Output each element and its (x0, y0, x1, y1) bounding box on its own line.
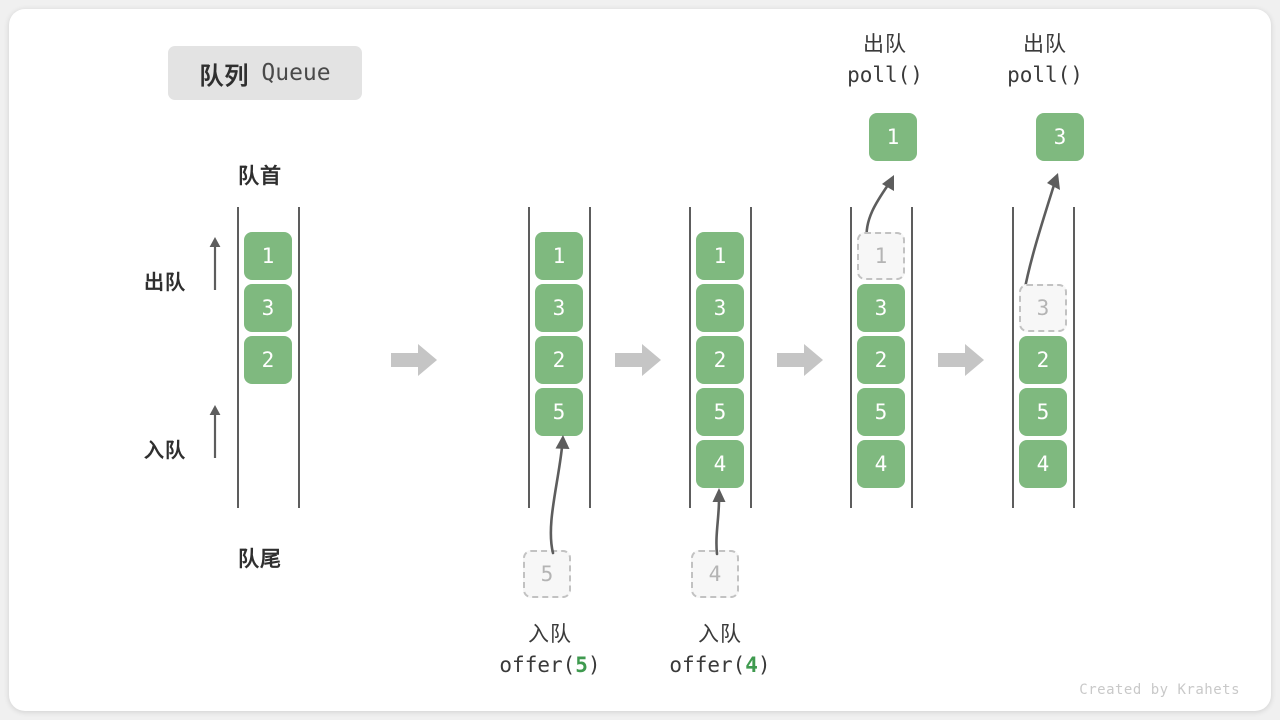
queue-cell-removed: 3 (1019, 284, 1067, 332)
enqueue-4-caption: 入队 offer(4) (640, 620, 800, 681)
rail-left-col3 (689, 207, 691, 508)
queue-cell: 5 (535, 388, 583, 436)
enqueue-direction-label: 入队 (144, 440, 186, 462)
incoming-element: 4 (691, 550, 739, 598)
dequeue-1-caption: 出队 poll() (800, 30, 970, 91)
rail-right-col3 (750, 207, 752, 508)
queue-cell: 4 (1019, 440, 1067, 488)
queue-cell: 5 (696, 388, 744, 436)
dequeued-element: 3 (1036, 113, 1084, 161)
queue-cell: 4 (696, 440, 744, 488)
queue-tail-label: 队尾 (238, 548, 282, 571)
title-en: Queue (261, 60, 331, 86)
queue-cell: 2 (696, 336, 744, 384)
dequeue-direction-arrow-icon (208, 234, 222, 290)
queue-cell: 3 (696, 284, 744, 332)
title-cn: 队列 (199, 62, 250, 90)
queue-cell: 1 (244, 232, 292, 280)
transition-arrow-icon (615, 342, 661, 378)
rail-right-col1 (298, 207, 300, 508)
rail-right-col2 (589, 207, 591, 508)
enqueue-5-caption: 入队 offer(5) (470, 620, 630, 681)
queue-cell-removed: 1 (857, 232, 905, 280)
rail-left-col1 (237, 207, 239, 508)
dequeue-3-caption: 出队 poll() (960, 30, 1130, 91)
dequeue-direction-label: 出队 (144, 272, 186, 294)
dequeued-element: 1 (869, 113, 917, 161)
dequeue-3-caption-cn: 出队 (1023, 33, 1067, 56)
enqueue-5-caption-code: offer(5) (499, 653, 601, 678)
dequeue-1-caption-code: poll() (847, 63, 923, 88)
rail-right-col5 (1073, 207, 1075, 508)
rail-left-col2 (528, 207, 530, 508)
queue-cell: 2 (244, 336, 292, 384)
rail-right-col4 (911, 207, 913, 508)
incoming-element: 5 (523, 550, 571, 598)
queue-cell: 2 (857, 336, 905, 384)
queue-cell: 1 (696, 232, 744, 280)
dequeue-curve-arrow-icon (1010, 165, 1080, 295)
queue-cell: 1 (535, 232, 583, 280)
enqueue-4-caption-cn: 入队 (698, 623, 742, 646)
transition-arrow-icon (391, 342, 437, 378)
transition-arrow-icon (938, 342, 984, 378)
queue-cell: 5 (857, 388, 905, 436)
credit-text: Created by Krahets (1079, 682, 1240, 698)
queue-cell: 5 (1019, 388, 1067, 436)
queue-head-label: 队首 (238, 165, 282, 188)
rail-left-col5 (1012, 207, 1014, 508)
dequeue-3-caption-code: poll() (1007, 63, 1083, 88)
queue-cell: 4 (857, 440, 905, 488)
rail-left-col4 (850, 207, 852, 508)
enqueue-curve-arrow-icon (530, 425, 580, 555)
dequeue-1-caption-cn: 出队 (863, 33, 907, 56)
queue-cell: 3 (535, 284, 583, 332)
transition-arrow-icon (777, 342, 823, 378)
queue-cell: 3 (857, 284, 905, 332)
title-badge: 队列 Queue (168, 46, 362, 100)
queue-cell: 3 (244, 284, 292, 332)
enqueue-5-caption-cn: 入队 (528, 623, 572, 646)
enqueue-direction-arrow-icon (208, 402, 222, 458)
queue-cell: 2 (1019, 336, 1067, 384)
enqueue-curve-arrow-icon (700, 478, 740, 556)
queue-cell: 2 (535, 336, 583, 384)
enqueue-4-caption-code: offer(4) (669, 653, 771, 678)
